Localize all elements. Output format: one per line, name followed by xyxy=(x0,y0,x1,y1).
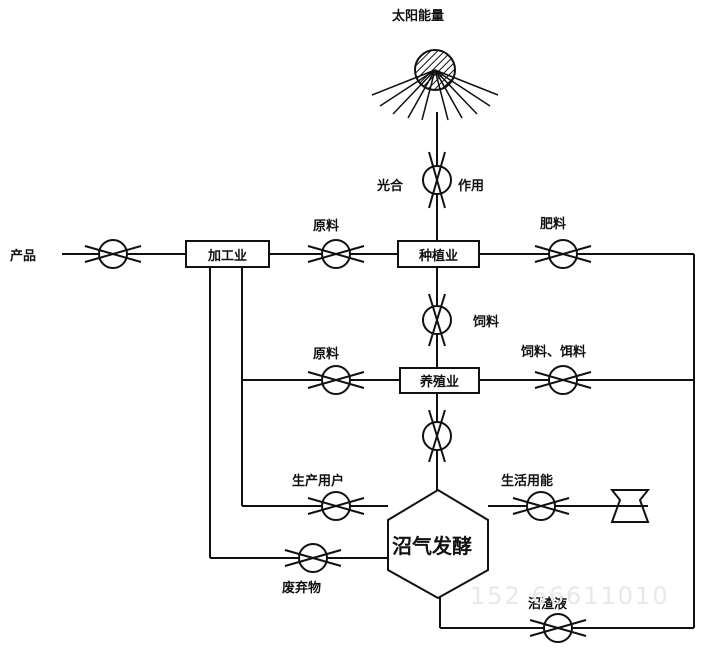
biogas-residue-label: 沼渣液 xyxy=(528,597,568,612)
production-users-label: 生产用户 xyxy=(292,474,345,489)
watermark-text: 152 66611010 xyxy=(470,582,670,610)
raw-material-label-1: 原料 xyxy=(313,219,340,234)
burner-icon xyxy=(609,489,651,523)
valve-icon xyxy=(307,491,365,521)
photosynthesis-left-label: 光合 xyxy=(377,179,404,194)
valve-icon xyxy=(307,239,365,269)
fertilizer-label: 肥料 xyxy=(540,217,567,232)
photosynthesis-right-label: 作用 xyxy=(458,179,485,194)
sun-icon xyxy=(371,49,499,121)
valve-icon xyxy=(284,543,342,573)
digester-label: 沼气发酵 xyxy=(392,534,472,558)
valve-icon xyxy=(529,613,587,643)
valve-icon xyxy=(534,365,592,395)
digester-tank xyxy=(387,488,489,600)
valve-icon xyxy=(534,239,592,269)
valve-icon xyxy=(422,409,452,463)
valve-icon xyxy=(512,491,570,521)
feed-label: 饲料 xyxy=(473,315,500,330)
domestic-energy-label: 生活用能 xyxy=(501,474,554,489)
breeding-box: 养殖业 xyxy=(399,367,480,394)
feed-fodder-label: 饲料、饵料 xyxy=(521,345,587,360)
valve-icon xyxy=(422,151,452,209)
valve-icon xyxy=(84,239,142,269)
waste-label: 废弃物 xyxy=(282,581,322,596)
title-label: 太阳能量 xyxy=(392,9,445,24)
valve-icon xyxy=(422,293,452,347)
product-label: 产品 xyxy=(10,249,37,264)
planting-box: 种植业 xyxy=(397,240,480,268)
raw-material-label-2: 原料 xyxy=(313,347,340,362)
valve-icon xyxy=(307,365,365,395)
processing-box: 加工业 xyxy=(185,240,270,268)
